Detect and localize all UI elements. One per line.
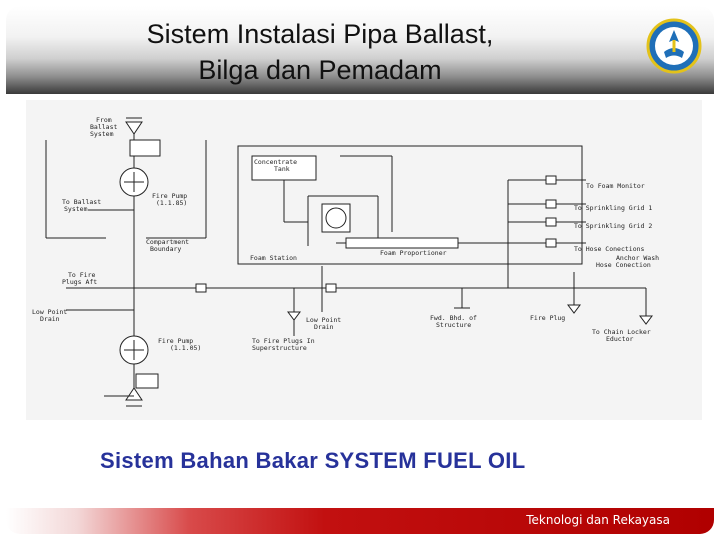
svg-text:Hose Conection: Hose Conection: [596, 261, 651, 269]
label-sprinkling-2: To Sprinkling Grid 2: [574, 222, 652, 230]
svg-text:System: System: [64, 205, 88, 213]
svg-text:Structure: Structure: [436, 321, 471, 329]
svg-text:Concentrate: Concentrate: [254, 158, 297, 166]
svg-text:To Chain Locker: To Chain Locker: [592, 328, 651, 336]
svg-text:(1.1.05): (1.1.05): [170, 344, 201, 352]
label-low-point-left-2: Drain: [40, 315, 60, 323]
svg-text:To Fire Plugs In: To Fire Plugs In: [252, 337, 315, 345]
piping-diagram: From Ballast System To Ballast System Fi…: [26, 100, 702, 420]
label-foam-proportioner: Foam Proportioner: [380, 249, 447, 257]
svg-text:Fire Pump: Fire Pump: [152, 192, 187, 200]
label-concentrate-2: Tank: [274, 165, 290, 173]
svg-text:Eductor: Eductor: [606, 335, 633, 343]
label-low-point-left-1: Low Point: [32, 308, 67, 316]
label-fire-pump-bottom-2: (1.1.05): [170, 344, 201, 352]
label-from-ballast-3: System: [90, 130, 114, 138]
label-foam-monitor: To Foam Monitor: [586, 182, 645, 190]
label-fwd-bhd-2: Structure: [436, 321, 471, 329]
svg-text:Superstructure: Superstructure: [252, 344, 307, 352]
label-to-ballast-2: System: [64, 205, 88, 213]
svg-text:To Ballast: To Ballast: [62, 198, 101, 206]
slide-subtitle: Sistem Bahan Bakar SYSTEM FUEL OIL: [100, 448, 526, 473]
label-low-point-mid-1: Low Point: [306, 316, 341, 324]
svg-text:Anchor Wash: Anchor Wash: [616, 254, 659, 262]
label-from-ballast-2: Ballast: [90, 123, 117, 131]
title-line-1: Sistem Instalasi Pipa Ballast,: [146, 19, 494, 49]
svg-text:Compartment: Compartment: [146, 238, 189, 246]
svg-text:Ballast: Ballast: [90, 123, 117, 131]
label-superstructure-1: To Fire Plugs In: [252, 337, 315, 345]
label-to-fire-plugs-1: To Fire: [68, 271, 95, 279]
svg-text:Low Point: Low Point: [306, 316, 341, 324]
logo-emblem-icon: [646, 18, 702, 74]
label-fwd-bhd-1: Fwd. Bhd. of: [430, 314, 477, 322]
label-chain-locker-2: Eductor: [606, 335, 633, 343]
label-anchor-wash-2: Hose Conection: [596, 261, 651, 269]
label-sprinkling-1: To Sprinkling Grid 1: [574, 204, 652, 212]
svg-text:Tank: Tank: [274, 165, 290, 173]
label-to-fire-plugs-2: Plugs Aft: [62, 278, 97, 286]
svg-text:Fwd. Bhd. of: Fwd. Bhd. of: [430, 314, 477, 322]
label-compartment-2: Boundary: [150, 245, 181, 253]
svg-text:Drain: Drain: [314, 323, 334, 331]
slide-title: Sistem Instalasi Pipa Ballast, Bilga dan…: [60, 16, 580, 88]
svg-text:To Fire: To Fire: [68, 271, 95, 279]
title-line-2: Bilga dan Pemadam: [198, 55, 442, 85]
svg-text:Low Point: Low Point: [32, 308, 67, 316]
label-low-point-mid-2: Drain: [314, 323, 334, 331]
svg-text:(1.1.85): (1.1.85): [156, 199, 187, 207]
footer-text: Teknologi dan Rekayasa: [526, 513, 670, 527]
label-to-ballast-1: To Ballast: [62, 198, 101, 206]
label-superstructure-2: Superstructure: [252, 344, 307, 352]
label-fire-pump-top-2: (1.1.85): [156, 199, 187, 207]
svg-text:Drain: Drain: [40, 315, 60, 323]
label-foam-station: Foam Station: [250, 254, 297, 262]
svg-text:Plugs Aft: Plugs Aft: [62, 278, 97, 286]
label-fire-pump-top-1: Fire Pump: [152, 192, 187, 200]
label-from-ballast-1: From: [96, 116, 112, 124]
svg-text:Fire Pump: Fire Pump: [158, 337, 193, 345]
label-chain-locker-1: To Chain Locker: [592, 328, 651, 336]
svg-text:From: From: [96, 116, 112, 124]
label-fire-plug: Fire Plug: [530, 314, 565, 322]
label-anchor-wash-1: Anchor Wash: [616, 254, 659, 262]
label-hose: To Hose Conections: [574, 245, 645, 253]
footer-bar: Teknologi dan Rekayasa: [6, 508, 714, 534]
header-banner: [6, 6, 714, 94]
label-fire-pump-bottom-1: Fire Pump: [158, 337, 193, 345]
label-compartment-1: Compartment: [146, 238, 189, 246]
svg-text:Boundary: Boundary: [150, 245, 181, 253]
svg-text:System: System: [90, 130, 114, 138]
label-concentrate-1: Concentrate: [254, 158, 297, 166]
